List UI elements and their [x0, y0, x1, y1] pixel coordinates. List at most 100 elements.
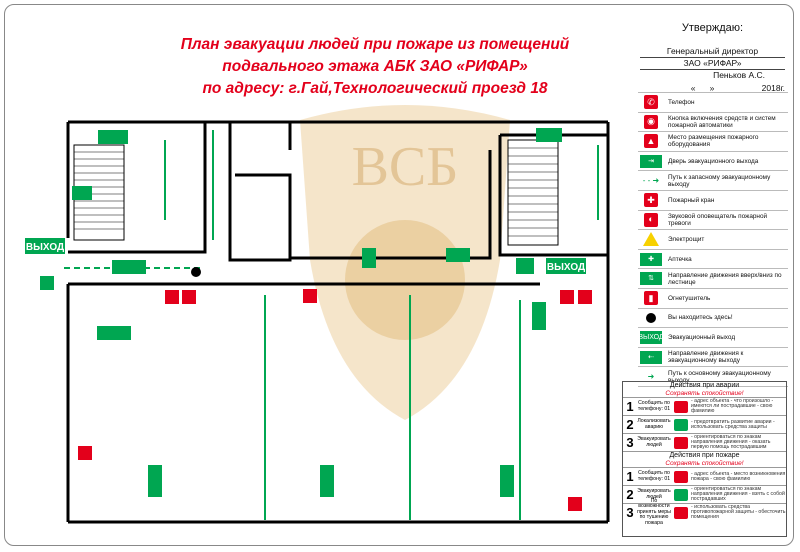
- sign-exit-man-left: [40, 276, 54, 290]
- step-icon: [674, 418, 688, 431]
- plan-frame: [4, 4, 794, 546]
- legend-label: Кнопка включения средств и систем пожарн…: [668, 114, 776, 129]
- exit-sign-right: ВЫХОД: [546, 258, 586, 274]
- legend-label: Путь к запасному эвакуационному выходу: [668, 173, 771, 188]
- wall-stair-left: [68, 122, 207, 254]
- extinguisher-2: [78, 446, 92, 460]
- step-description: - ориентироваться по знакам направления …: [691, 434, 771, 450]
- approval-header: Утверждаю:: [681, 22, 744, 34]
- approval-date: «___»__________2018г.: [690, 83, 785, 93]
- step-text: Сообщить по телефону: 01: [637, 470, 671, 482]
- fire-subheader: Сохранять спокойствие!: [665, 460, 744, 467]
- title-line-2: подвального этажа АБК ЗАО «РИФАР»: [222, 58, 528, 75]
- legend-item: ✚ Аптечка: [638, 250, 788, 270]
- wall-stair-right: [498, 135, 608, 257]
- approval-name: Пеньков А.С.: [713, 70, 765, 80]
- step-text: По возможности принять меры по тушению п…: [637, 497, 671, 526]
- legend-label: Звуковой оповещатель пожарной тревоги: [668, 212, 768, 227]
- siren-2: [560, 290, 574, 304]
- legend-item: Вы находитесь здесь!: [638, 309, 788, 329]
- step-number: 2: [626, 417, 634, 432]
- legend-label: Направление движения к эвакуационному вы…: [668, 350, 744, 365]
- siren-icon: ◐: [638, 212, 664, 227]
- watermark-emblem: [345, 220, 465, 340]
- step-description: - адрес объекта - место возникновения по…: [691, 470, 786, 482]
- step-number: 1: [626, 399, 634, 414]
- approval-position: Генеральный директор: [640, 46, 785, 58]
- you-are-here-icon: [638, 310, 664, 325]
- phone-icon: ✆: [638, 95, 664, 110]
- sign-room-left: [97, 326, 131, 340]
- fire-equipment: [78, 289, 592, 511]
- sign-stair-left: [72, 186, 92, 200]
- step-description: - адрес объекта - что произошло - имеютс…: [691, 398, 774, 414]
- legend-label: Электрощит: [668, 235, 705, 243]
- legend-item: - - ➜ Путь к запасному эвакуационному вых…: [638, 171, 788, 191]
- direction-signs: [40, 128, 562, 497]
- legend-label: Направление движения вверх/вниз по лестн…: [668, 271, 782, 286]
- extinguisher-1: [303, 289, 317, 303]
- step-text: Сообщить по телефону: 01: [637, 400, 671, 412]
- title-line-3: по адресу: г.Гай,Технологический проезд …: [202, 80, 548, 97]
- accident-header: Действия при аварии: [669, 382, 740, 389]
- legend-label: Дверь эвакуационного выхода: [668, 157, 759, 165]
- exit-door-icon: ⇥: [638, 154, 664, 169]
- sign-top-left: [98, 130, 128, 144]
- exit-sign-left: ВЫХОД: [25, 238, 65, 254]
- button-2: [578, 290, 592, 304]
- step-text: Эвакуировать людей: [637, 488, 671, 500]
- fire-header: Действия при пожаре: [623, 451, 786, 460]
- legend-label: Аптечка: [668, 255, 692, 263]
- you-are-here-marker: [191, 267, 201, 277]
- electric-panel-icon: [638, 232, 664, 247]
- sign-mid-left: [112, 260, 146, 274]
- legend-label: Вы находитесь здесь!: [668, 314, 733, 322]
- button-1: [182, 290, 196, 304]
- legend-label: Огнетушитель: [668, 294, 711, 302]
- watermark-shield: [300, 105, 510, 420]
- step-number: 3: [626, 435, 634, 450]
- step-icon: [674, 436, 688, 449]
- legend-item: ▮Огнетушитель: [638, 289, 788, 309]
- legend-item: ▲Место размещения пожарного оборудования: [638, 132, 788, 152]
- legend-item: ◉ Кнопка включения средств и систем пожар…: [638, 113, 788, 133]
- actions-panel: Действия при аварии Сохранять спокойстви…: [622, 381, 787, 537]
- step-description: - предотвратить развитие аварии - исполь…: [691, 418, 775, 430]
- sign-bottom-2: [320, 465, 334, 497]
- step-text: Локализовать аварию: [637, 418, 671, 430]
- legend-label: Эвакуационный выход: [668, 333, 736, 341]
- sign-bottom-1: [148, 465, 162, 497]
- exit-left-label: ВЫХОД: [26, 242, 64, 253]
- alarm-button-icon: ◉: [638, 114, 664, 129]
- step-number: 3: [626, 505, 634, 520]
- legend-item: ◐ Звуковой оповещатель пожарной тревоги: [638, 211, 788, 231]
- stairs-direction-icon: ⇅: [638, 271, 664, 286]
- wall-room-block: [290, 150, 492, 260]
- legend-label: Телефон: [668, 98, 695, 106]
- siren-1: [165, 290, 179, 304]
- fire-equipment-icon: ▲: [638, 134, 664, 149]
- step-number: 2: [626, 487, 634, 502]
- plan-title: План эвакуации людей при пожаре из помещ…: [150, 34, 600, 100]
- sign-bottom-3: [500, 465, 514, 497]
- step-text: Эвакуировать людей: [637, 436, 671, 448]
- legend-label: Пожарный кран: [668, 196, 715, 204]
- legend-label: Путь к основному эвакуационному выходу: [668, 369, 771, 384]
- first-aid-icon: ✚: [638, 252, 664, 267]
- reserve-path-icon: - - ➜: [642, 176, 660, 186]
- legend: ✆ Телефон ◉ Кнопка включения средств и сист…: [638, 92, 788, 387]
- fire-hydrant-icon: ✚: [638, 193, 664, 208]
- wall-corridor: [228, 122, 292, 262]
- accident-subheader: Сохранять спокойствие!: [665, 390, 744, 397]
- watermark-text: ВСБ: [352, 136, 459, 198]
- stair-steps: [74, 147, 558, 237]
